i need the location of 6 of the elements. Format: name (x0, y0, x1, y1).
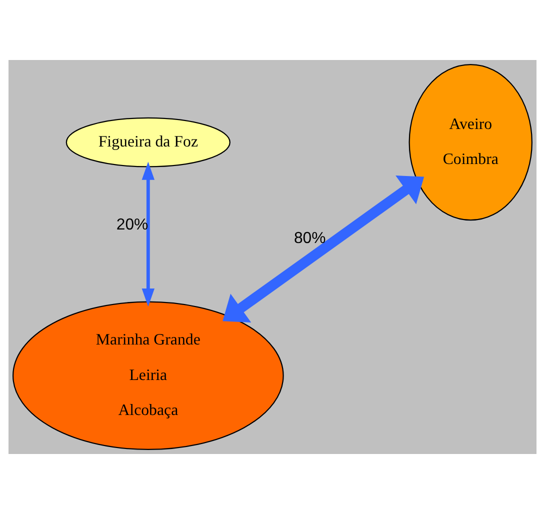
arrow (142, 161, 155, 306)
node-ellipse: Marinha Grande Leiria Alcobaça (12, 300, 284, 450)
node-ellipse: Figueira da Foz (66, 116, 230, 167)
arrow (222, 175, 424, 322)
node-ellipse: Aveiro Coimbra (408, 63, 533, 220)
edge-label: 80% (294, 229, 326, 246)
